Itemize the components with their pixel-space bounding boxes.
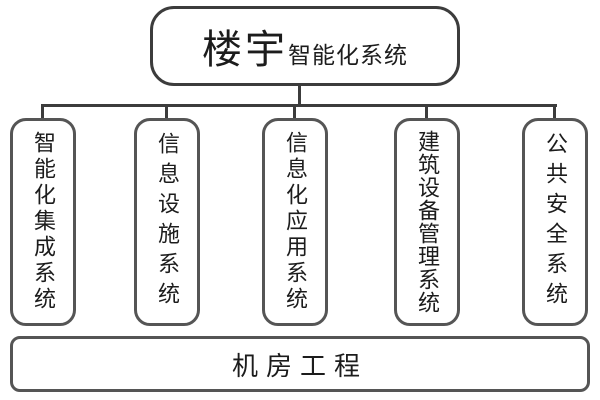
node-label: 信息设施系统 — [155, 132, 180, 312]
node-building-equipment-management-system: 建筑设备管理系统 — [394, 118, 460, 326]
connector-drop-4 — [425, 104, 428, 119]
node-machine-room-engineering: 机房工程 — [10, 336, 590, 392]
node-public-safety-system: 公共安全系统 — [522, 118, 588, 326]
node-label: 机房工程 — [231, 351, 368, 381]
root-title-main: 楼宇 — [202, 27, 288, 72]
node-label: 建筑设备管理系统 — [415, 130, 440, 314]
node-intelligent-integration-system: 智能化集成系统 — [10, 118, 76, 326]
node-informatization-application-system: 信息化应用系统 — [262, 118, 328, 326]
root-node-building-intelligent-system: 楼宇智能化系统 — [150, 6, 460, 86]
node-information-facility-system: 信息设施系统 — [134, 118, 200, 326]
connector-stem — [298, 86, 301, 106]
root-title-sub: 智能化系统 — [288, 43, 408, 68]
node-label: 信息化应用系统 — [283, 131, 308, 313]
node-label: 智能化集成系统 — [31, 131, 56, 313]
node-label: 公共安全系统 — [543, 132, 568, 312]
connector-drop-2 — [165, 104, 168, 119]
connector-drop-1 — [41, 104, 44, 119]
connector-horizontal-bar — [41, 104, 557, 107]
connector-drop-3 — [293, 104, 296, 119]
connector-drop-5 — [553, 104, 556, 119]
root-node-title: 楼宇智能化系统 — [202, 17, 408, 75]
